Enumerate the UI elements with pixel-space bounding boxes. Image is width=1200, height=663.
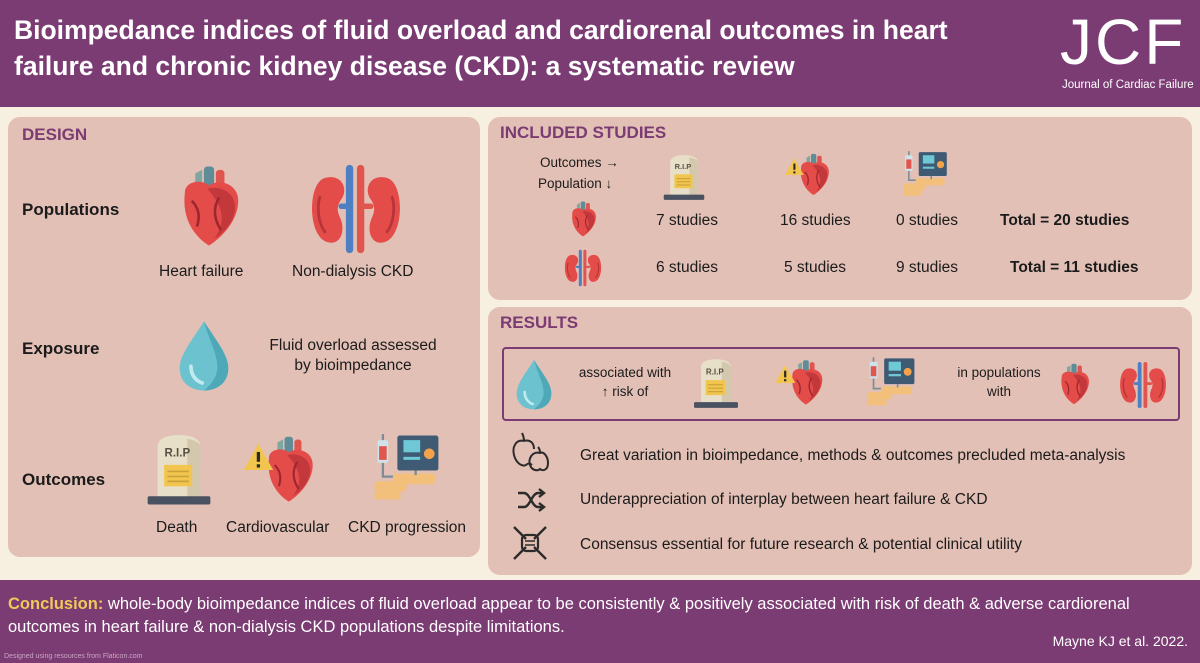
- cardiovascular-icon: [242, 429, 324, 511]
- water-drop-icon: [176, 317, 232, 393]
- exposure-text-line-1: Fluid overload assessed: [269, 337, 437, 354]
- ckd-death-count: 6 studies: [656, 259, 719, 276]
- heart-icon: [1052, 357, 1096, 411]
- hf-ckd-count: 0 studies: [896, 212, 959, 229]
- results-summary-box: associated with ↑ risk of in populations…: [502, 347, 1180, 421]
- population-arrow-label: Population ↓: [538, 176, 613, 191]
- dialysis-machine-icon: [864, 355, 920, 411]
- tombstone-icon: [690, 357, 742, 409]
- apple-and-pear-icon: [512, 432, 550, 472]
- outcomes-label: Outcomes: [22, 470, 106, 489]
- cardiovascular-icon: [774, 355, 830, 411]
- kidney-icon: [1116, 361, 1170, 409]
- with-text: with: [986, 384, 1011, 399]
- tombstone-icon: [146, 431, 212, 507]
- risk-of-text: ↑ risk of: [601, 384, 649, 399]
- in-populations-text: in populations: [957, 365, 1041, 380]
- kidney-icon: [304, 163, 408, 255]
- design-credit: Designed using resources from Flaticon.c…: [4, 653, 143, 660]
- hf-death-count: 7 studies: [656, 212, 719, 229]
- results-panel: RESULTS associated with ↑ risk of in pop…: [488, 307, 1192, 575]
- hf-total: Total = 20 studies: [1000, 212, 1130, 229]
- ckd-progression-label: CKD progression: [348, 519, 467, 536]
- exposure-text-line-2: by bioimpedance: [294, 357, 412, 374]
- results-title: RESULTS: [500, 313, 579, 332]
- journal-name: Journal of Cardiac Failure: [1062, 79, 1194, 91]
- hf-cv-count: 16 studies: [780, 212, 851, 229]
- tombstone-icon: [660, 153, 708, 201]
- ckd-total: Total = 11 studies: [1010, 259, 1139, 276]
- ckd-label: Non-dialysis CKD: [292, 263, 414, 280]
- conclusion-label: Conclusion:: [8, 595, 104, 613]
- ckd-ckd-count: 9 studies: [896, 259, 959, 276]
- associated-with-text: associated with: [578, 365, 672, 380]
- page-title: Bioimpedance indices of fluid overload a…: [14, 15, 948, 81]
- dialysis-machine-icon: [368, 431, 448, 507]
- included-studies-panel: INCLUDED STUDIES Outcomes → Population ↓…: [488, 117, 1192, 300]
- conclusion-body: whole-body bioimpedance indices of fluid…: [8, 595, 1130, 636]
- journal-logo-text: JCF: [1060, 6, 1187, 78]
- heart-icon: [564, 197, 602, 241]
- teamwork-hands-icon: [513, 526, 547, 560]
- populations-label: Populations: [22, 200, 120, 219]
- conclusion-banner: Conclusion: whole-body bioimpedance indi…: [0, 580, 1200, 663]
- dialysis-machine-icon: [898, 149, 954, 201]
- cardiovascular-icon: [784, 149, 836, 201]
- result-point-2: Underappreciation of interplay between h…: [580, 491, 988, 508]
- included-studies-title: INCLUDED STUDIES: [500, 123, 667, 142]
- design-title: DESIGN: [22, 125, 88, 144]
- header-banner: Bioimpedance indices of fluid overload a…: [0, 0, 1200, 107]
- heart-failure-label: Heart failure: [159, 263, 244, 280]
- journal-logo: JCF Journal of Cardiac Failure: [1042, 6, 1194, 98]
- water-drop-icon: [514, 357, 554, 411]
- result-point-1: Great variation in bioimpedance, methods…: [580, 447, 1126, 464]
- outcomes-arrow-label: Outcomes →: [540, 155, 619, 170]
- heart-icon: [166, 157, 252, 255]
- design-panel: DESIGN Populations Heart failure Non-dia…: [8, 117, 480, 557]
- exposure-label: Exposure: [22, 339, 100, 358]
- death-label: Death: [156, 519, 198, 536]
- cardiovascular-label: Cardiovascular: [226, 519, 330, 536]
- shuffle-icon: [518, 488, 546, 512]
- conclusion-text: Conclusion: whole-body bioimpedance indi…: [8, 593, 1188, 639]
- result-point-3: Consensus essential for future research …: [580, 536, 1022, 553]
- kidney-icon: [560, 249, 606, 287]
- citation: Mayne KJ et al. 2022.: [1052, 633, 1188, 649]
- ckd-cv-count: 5 studies: [784, 259, 847, 276]
